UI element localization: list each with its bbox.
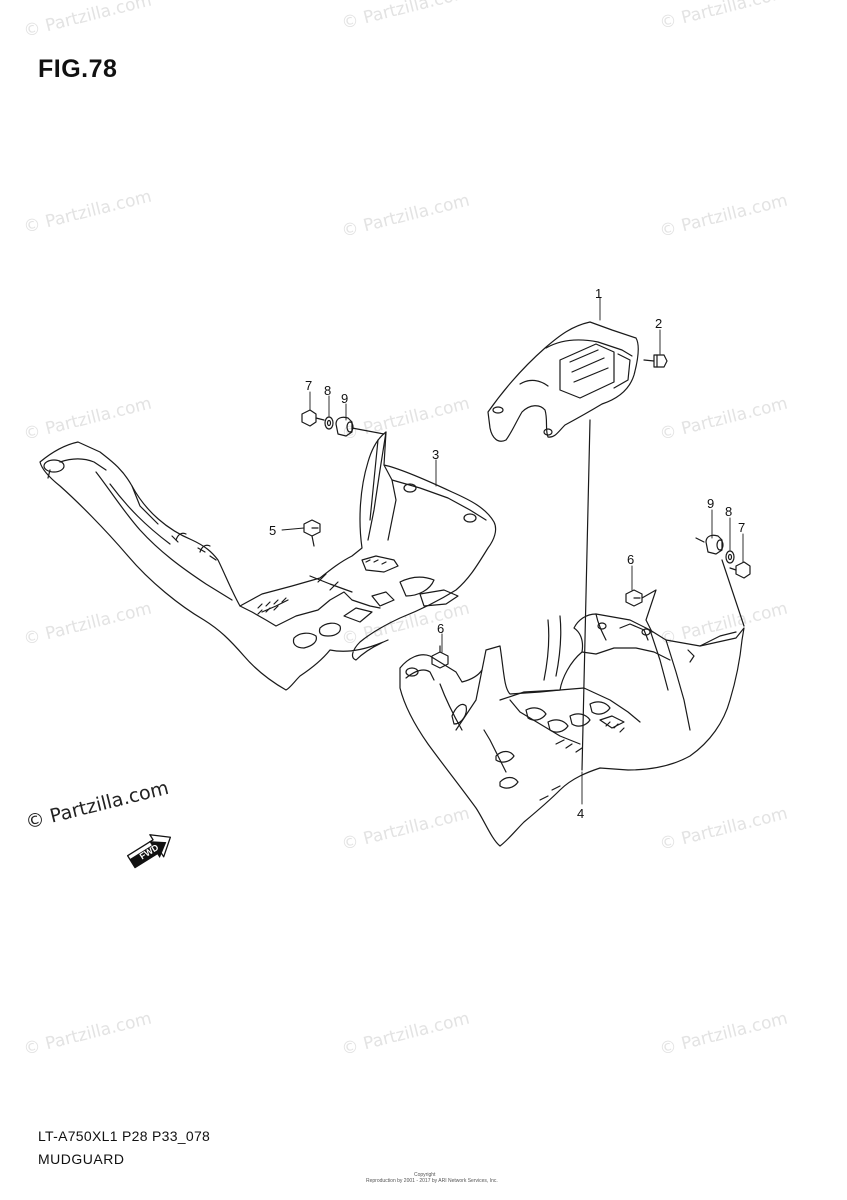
callout-part-1: 1 xyxy=(595,286,602,301)
part-8-washer-left xyxy=(324,416,334,430)
callout-part-4: 4 xyxy=(577,806,584,821)
callout-leaders xyxy=(281,297,744,805)
part-2-bolt xyxy=(643,354,668,368)
part-5-bolt xyxy=(303,519,321,547)
callout-part-8-right: 8 xyxy=(725,504,732,519)
callout-part-9-right: 9 xyxy=(707,496,714,511)
callout-part-3: 3 xyxy=(432,447,439,462)
copyright-line-2: Reproduction by 2001 - 2017 by ARI Netwo… xyxy=(366,1178,498,1184)
part-4-right-mudguard xyxy=(399,613,745,847)
part-9-grommet-right xyxy=(695,534,745,627)
part-7-screw-left xyxy=(301,409,325,427)
callout-part-6-lower: 6 xyxy=(437,621,444,636)
part-6-bolt-upper xyxy=(625,589,657,633)
callout-part-7-right: 7 xyxy=(738,520,745,535)
part-1-cover xyxy=(487,321,639,442)
callout-part-6-upper: 6 xyxy=(627,552,634,567)
figure-name: MUDGUARD xyxy=(38,1151,125,1167)
callout-part-9-left: 9 xyxy=(341,391,348,406)
part-3-left-mudguard xyxy=(39,431,497,691)
leader-line xyxy=(581,419,591,771)
copyright-line-1: Copyright xyxy=(414,1172,436,1178)
callout-part-5: 5 xyxy=(269,523,276,538)
callout-part-7-left: 7 xyxy=(305,378,312,393)
callout-part-2: 2 xyxy=(655,316,662,331)
callout-part-8-left: 8 xyxy=(324,383,331,398)
part-8-washer-right xyxy=(725,550,735,564)
figure-code: LT-A750XL1 P28 P33_078 xyxy=(38,1128,211,1144)
fwd-arrow-icon: FWD xyxy=(126,834,172,869)
figure-title: FIG.78 xyxy=(38,55,118,83)
part-7-screw-right xyxy=(729,561,751,579)
part-6-bolt-lower xyxy=(431,645,449,669)
part-9-grommet-left xyxy=(335,416,385,437)
